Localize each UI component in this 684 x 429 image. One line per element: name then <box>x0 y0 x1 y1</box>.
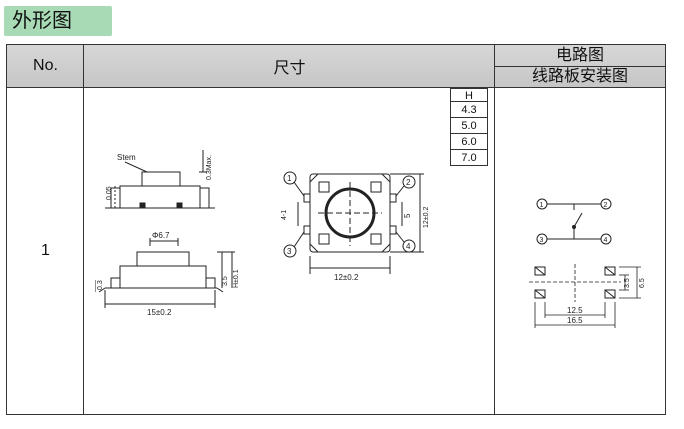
stem-label: Stem <box>117 153 136 162</box>
dim-h: H±0.1 <box>233 269 240 288</box>
dim-left: 0.3 <box>97 280 104 290</box>
pcb-layout-diagram: 3.5 6.5 12.5 16.5 <box>529 264 646 328</box>
header-no-label: No. <box>33 57 58 74</box>
pin-4-label: 4 <box>406 242 411 251</box>
header-dimensions-label: 尺寸 <box>273 60 306 77</box>
dim-top-small: 0.05 <box>106 186 113 200</box>
header-circuit: 电路图 线路板安装图 <box>495 45 665 88</box>
section-title: 外形图 <box>4 6 112 36</box>
pcb-dim-65: 6.5 <box>639 278 646 288</box>
circuit-pin-2: 2 <box>604 202 608 209</box>
height-value: 7.0 <box>450 150 488 166</box>
header-no: No. <box>7 45 84 88</box>
side-view-drawing: Stem 0.05 0.3Max. Φ6.7 0.3 3.5 H±0.1 15±… <box>95 150 240 317</box>
height-table-header: H <box>450 88 488 102</box>
dim-5: 5 <box>403 213 412 218</box>
circuit-pin-3: 3 <box>540 237 544 244</box>
header-dimensions: 尺寸 <box>84 45 495 88</box>
spec-table: No. 尺寸 电路图 线路板安装图 1 <box>6 44 666 415</box>
circuit-pin-1: 1 <box>540 202 544 209</box>
pcb-dim-125: 12.5 <box>567 306 583 315</box>
circuit-diagram: 1 2 3 4 <box>536 198 612 245</box>
dim-diameter: Φ6.7 <box>152 231 170 240</box>
dim-12h: 12±0.2 <box>334 273 359 282</box>
row-number: 1 <box>41 242 50 259</box>
pin-3-label: 3 <box>287 247 292 256</box>
circuit-pin-4: 4 <box>604 237 608 244</box>
pin-2-label: 2 <box>406 178 411 187</box>
dim-12v: 12±0.2 <box>423 207 430 228</box>
height-value: 5.0 <box>450 118 488 134</box>
header-pcb-label: 线路板安装图 <box>531 68 628 85</box>
dim-max: 0.3Max. <box>206 155 213 180</box>
dim-35: 3.5 <box>222 276 229 286</box>
pin-1-label: 1 <box>287 174 292 183</box>
dim-41: 4-1 <box>281 210 288 220</box>
pcb-dim-165: 16.5 <box>567 316 583 325</box>
top-view-drawing: 1 2 3 4 4-1 5 12±0.2 12±0.2 <box>281 171 430 282</box>
height-value: 4.3 <box>450 102 488 118</box>
height-table: H 4.3 5.0 6.0 7.0 <box>450 88 488 166</box>
height-value: 6.0 <box>450 134 488 150</box>
header-circuit-label: 电路图 <box>555 47 604 64</box>
pcb-dim-35: 3.5 <box>624 278 631 288</box>
dim-width: 15±0.2 <box>147 308 172 317</box>
